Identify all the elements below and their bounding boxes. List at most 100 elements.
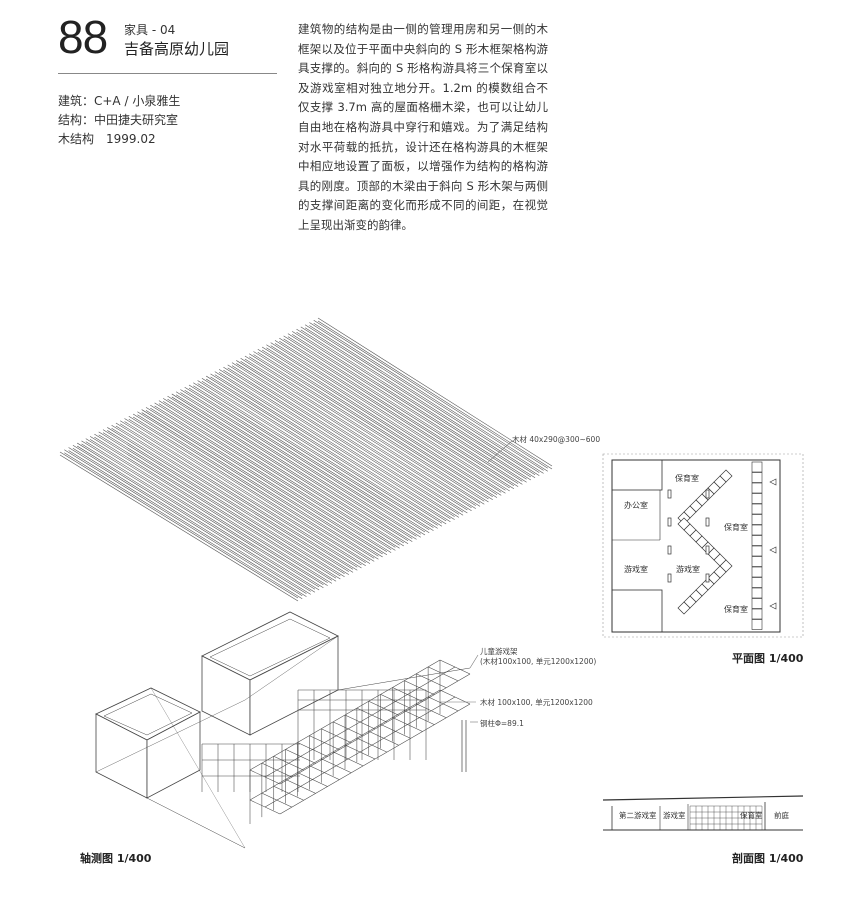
- section-label-nursery: 保育室: [740, 810, 763, 820]
- roof-slat: [163, 398, 400, 546]
- roof-slat-edge: [214, 374, 451, 523]
- roof-slat-edge: [163, 401, 400, 549]
- roof-slat: [223, 366, 460, 515]
- roof-slat: [154, 402, 392, 550]
- roof-slat-edge: [300, 329, 536, 479]
- roof-slat: [64, 449, 303, 597]
- plan-column: [705, 517, 710, 527]
- roof-slat-edge: [296, 331, 531, 481]
- roof-slat: [287, 333, 523, 482]
- roof-slat: [68, 447, 307, 594]
- description-text: 建筑物的结构是由一侧的管理用房和另一侧的木框架以及位于平面中央斜向的 S 形木框…: [298, 22, 548, 232]
- roof-slat: [132, 413, 371, 561]
- plan-strip-cell: [751, 461, 763, 473]
- plan-strip-cell: [751, 503, 763, 515]
- roof-slat-edge: [85, 441, 324, 589]
- roof-slat-edge: [94, 436, 333, 584]
- frame-rail: [279, 703, 471, 815]
- roof-slat-edge: [150, 407, 388, 556]
- roof-slat: [283, 335, 519, 484]
- roof-slat: [85, 438, 324, 586]
- roof-slat-edge: [244, 358, 481, 507]
- roof-slat: [180, 389, 417, 537]
- floor-plan-drawing: 保育室 办公室 保育室 游戏室 游戏室 保育室: [602, 453, 804, 638]
- roof-slat-edge: [236, 363, 472, 512]
- roof-slat-edge: [175, 394, 413, 542]
- roof-slat-edge: [77, 445, 316, 593]
- roof-slat-edge: [180, 392, 417, 540]
- plan-strip-cell: [751, 577, 763, 588]
- roof-slat: [227, 364, 464, 513]
- axonometric-caption: 轴测图 1/400: [80, 852, 152, 865]
- roof-slat-edge: [279, 340, 515, 490]
- plan-room-play-1: 游戏室: [624, 564, 648, 574]
- roof-slat-edge: [317, 320, 553, 470]
- roof-slat-edge: [72, 448, 311, 595]
- roof-slat: [128, 416, 366, 564]
- roof-slat-edge: [124, 421, 362, 569]
- roof-leader-line: [487, 440, 513, 463]
- roof-slat-edge: [304, 327, 540, 476]
- roof-slat: [218, 369, 455, 517]
- axonometric-building: [95, 611, 471, 849]
- plan-strip-cell: [751, 587, 763, 599]
- roof-slat-edge: [266, 347, 502, 496]
- roof-slat-edge: [210, 376, 447, 525]
- roof-slat-edge: [206, 378, 443, 527]
- roof-slat-edge: [261, 349, 498, 498]
- plan-strip-cell: [751, 545, 763, 557]
- section-drawing: [602, 795, 804, 831]
- roof-slat: [317, 317, 553, 467]
- play-frame-leader: [469, 654, 479, 669]
- roof-slat-edge: [218, 372, 455, 520]
- roof-slat-edge: [257, 352, 493, 501]
- roof-slat: [89, 436, 328, 583]
- roof-slat-edge: [184, 389, 421, 538]
- frame-rail: [279, 673, 471, 785]
- project-title: 吉备高原幼儿园: [124, 40, 230, 58]
- section-caption: 剖面图 1/400: [732, 852, 804, 865]
- roof-slat-edge: [154, 405, 392, 553]
- roof-slat-edge: [59, 454, 299, 602]
- roof-slat-edge: [227, 367, 464, 516]
- plan-strip-cell: [751, 482, 763, 494]
- roof-slat: [107, 427, 345, 575]
- roof-slat-edge: [137, 414, 375, 562]
- roof-slat: [175, 391, 413, 539]
- credit-material-date: 木结构 1999.02: [58, 132, 156, 146]
- section-label-second-play: 第二游戏室: [619, 810, 657, 820]
- roof-slat-edge: [253, 354, 489, 503]
- roof-slat-edge: [111, 427, 349, 575]
- plan-column: [705, 573, 710, 583]
- roof-slat-edge: [107, 430, 345, 578]
- roof-slat-edge: [132, 416, 371, 564]
- roof-slat: [59, 451, 299, 599]
- frame-rail: [264, 696, 456, 808]
- roof-slat: [249, 353, 485, 502]
- roof-slat-edge: [249, 356, 485, 505]
- credit-architect: 建筑：C+A / 小泉雅生: [58, 94, 181, 108]
- roof-slat: [304, 324, 540, 473]
- roof-slat: [158, 400, 396, 548]
- roof-slat-edge: [313, 322, 548, 472]
- roof-slat: [240, 357, 476, 506]
- annotation-play-frame-spec: (木材100x100, 单元1200x1200): [480, 657, 597, 666]
- roof-slat-edge: [158, 403, 396, 551]
- roof-slat: [98, 431, 337, 579]
- roof-slat-edge: [274, 343, 510, 492]
- roof-slat-edge: [89, 439, 328, 586]
- frame-rail: [249, 689, 441, 801]
- roof-slat-edge: [171, 396, 409, 545]
- roof-slat: [120, 420, 358, 568]
- plan-strip-cell: [751, 524, 763, 536]
- plan-strip-cell: [751, 556, 763, 567]
- roof-slat-edge: [115, 425, 354, 573]
- roof-slat-edge: [141, 412, 379, 560]
- roof-slat: [244, 355, 481, 504]
- roof-slat: [137, 411, 375, 559]
- roof-slat: [210, 373, 447, 522]
- plan-strip-cell: [751, 619, 763, 630]
- roof-slat: [266, 344, 502, 493]
- roof-slat-edge: [167, 398, 404, 547]
